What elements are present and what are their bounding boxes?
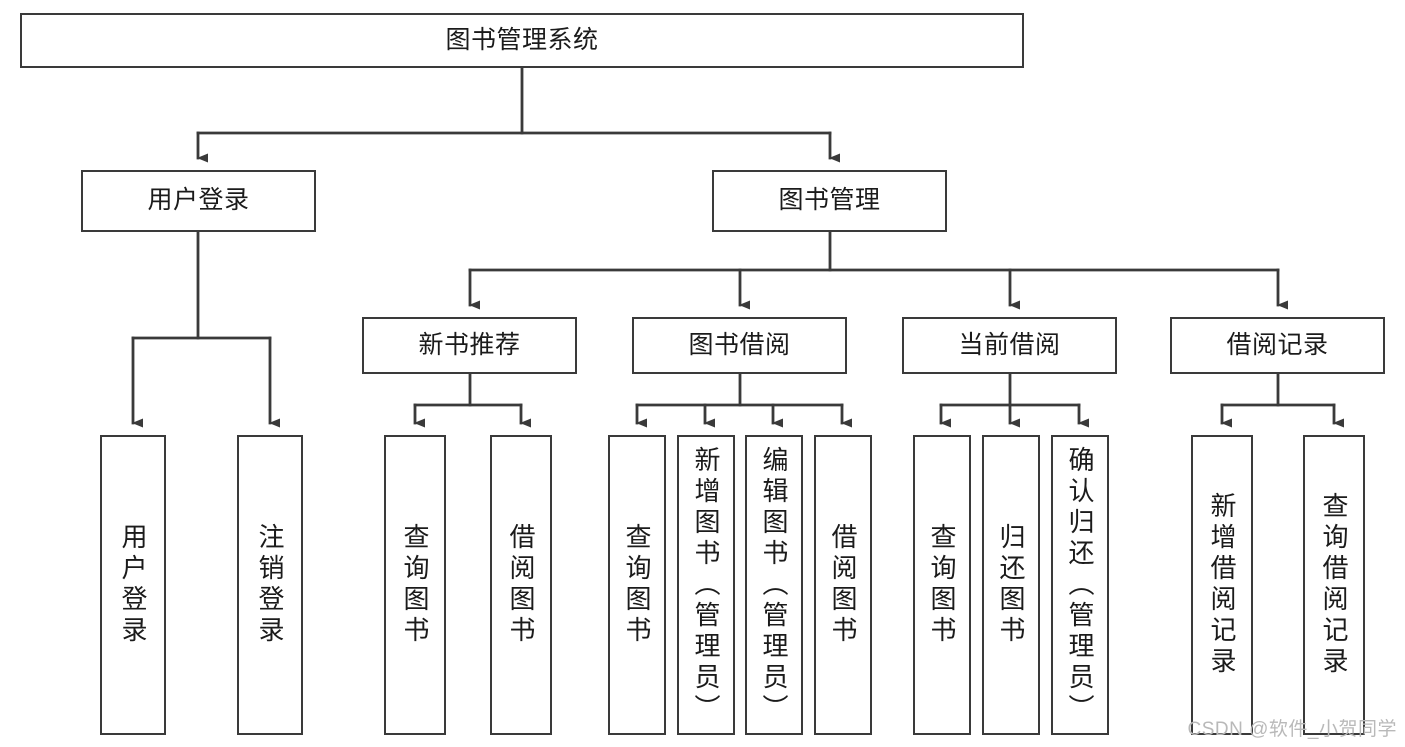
node-leaf-query-record-label: 查询借阅记录	[1319, 492, 1349, 678]
node-leaf-query-record[interactable]: 查询借阅记录	[1303, 435, 1365, 735]
node-leaf-query-book-1[interactable]: 查询图书	[384, 435, 446, 735]
node-current-borrow[interactable]: 当前借阅	[902, 317, 1117, 374]
node-leaf-query-book-1-label: 查询图书	[400, 523, 430, 647]
node-root-label: 图书管理系统	[445, 25, 599, 54]
node-leaf-borrow-book-2-label: 借阅图书	[828, 523, 858, 647]
node-leaf-add-book-label: 新增图书（管理员）	[691, 445, 721, 725]
node-leaf-user-login-label: 用户登录	[118, 523, 148, 647]
node-book-borrow[interactable]: 图书借阅	[632, 317, 847, 374]
node-user-login[interactable]: 用户登录	[81, 170, 316, 232]
node-leaf-query-book-3[interactable]: 查询图书	[913, 435, 971, 735]
node-borrow-record-label: 借阅记录	[1226, 330, 1329, 359]
node-leaf-query-book-2[interactable]: 查询图书	[608, 435, 666, 735]
node-leaf-borrow-book-1[interactable]: 借阅图书	[490, 435, 552, 735]
node-leaf-edit-book[interactable]: 编辑图书（管理员）	[745, 435, 803, 735]
node-leaf-add-record[interactable]: 新增借阅记录	[1191, 435, 1253, 735]
node-borrow-record[interactable]: 借阅记录	[1170, 317, 1385, 374]
node-current-borrow-label: 当前借阅	[958, 330, 1061, 359]
node-leaf-confirm-return[interactable]: 确认归还（管理员）	[1051, 435, 1109, 735]
node-leaf-confirm-return-label: 确认归还（管理员）	[1065, 445, 1095, 725]
node-leaf-query-book-3-label: 查询图书	[927, 523, 957, 647]
node-new-book-recommend-label: 新书推荐	[418, 330, 521, 359]
node-book-borrow-label: 图书借阅	[688, 330, 791, 359]
node-book-manage-label: 图书管理	[778, 186, 881, 215]
node-leaf-return-book-label: 归还图书	[996, 523, 1026, 647]
node-leaf-add-book[interactable]: 新增图书（管理员）	[677, 435, 735, 735]
node-leaf-edit-book-label: 编辑图书（管理员）	[759, 445, 789, 725]
node-leaf-user-logout-label: 注销登录	[255, 523, 285, 647]
node-leaf-query-book-2-label: 查询图书	[622, 523, 652, 647]
node-user-login-label: 用户登录	[147, 186, 250, 215]
node-new-book-recommend[interactable]: 新书推荐	[362, 317, 577, 374]
node-book-manage[interactable]: 图书管理	[712, 170, 947, 232]
node-leaf-user-logout[interactable]: 注销登录	[237, 435, 303, 735]
node-leaf-add-record-label: 新增借阅记录	[1207, 492, 1237, 678]
node-leaf-borrow-book-2[interactable]: 借阅图书	[814, 435, 872, 735]
node-root[interactable]: 图书管理系统	[20, 13, 1024, 68]
node-leaf-return-book[interactable]: 归还图书	[982, 435, 1040, 735]
node-leaf-user-login[interactable]: 用户登录	[100, 435, 166, 735]
node-leaf-borrow-book-1-label: 借阅图书	[506, 523, 536, 647]
